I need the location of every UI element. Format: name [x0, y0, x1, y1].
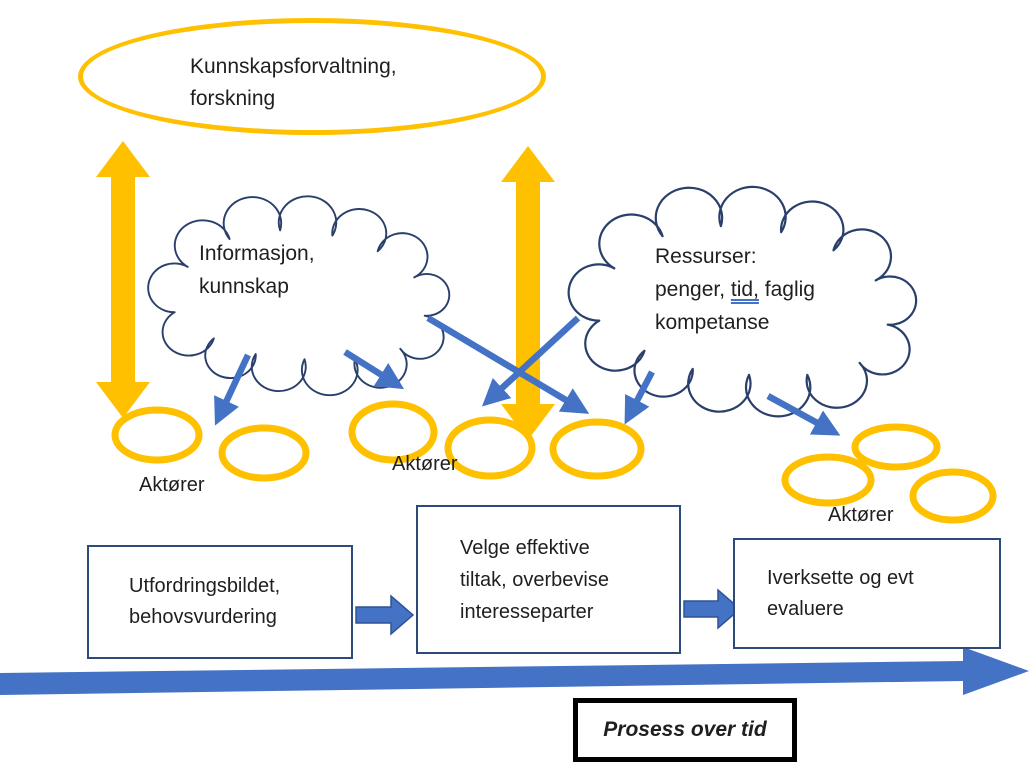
process-box-2-line2: tiltak, overbevise [460, 568, 609, 591]
timeline-label-box: Prosess over tid [573, 698, 797, 762]
actor-ellipse [781, 453, 875, 507]
process-box-1-line2: behovsvurdering [129, 606, 277, 628]
process-step-arrow-2 [683, 588, 742, 630]
info-to-actors-arrow-2 [343, 349, 405, 390]
knowledge-ellipse-label: Kunnskapsforvaltning, forskning [190, 51, 397, 115]
process-box-2: Velge effektive tiltak, overbevise inter… [416, 505, 681, 654]
process-box-2-line1: Velge effektive [460, 536, 590, 559]
resources-to-actors-arrow-2 [624, 370, 655, 425]
process-box-3: Iverksette og evt evaluere [733, 538, 1001, 649]
actor-ellipse [111, 406, 203, 464]
process-step-arrow-1 [355, 594, 415, 636]
left-exchange-double-arrow [96, 141, 150, 418]
resources-cloud-line2: penger, tid, faglig [655, 278, 815, 301]
knowledge-ellipse-line1: Kunnskapsforvaltning, [190, 55, 397, 78]
actor-ellipse [549, 418, 645, 480]
actor-label-middle: Aktører [392, 453, 458, 475]
information-cloud-line1: Informasjon, [199, 242, 315, 265]
resources-to-actors-arrow-1 [481, 315, 581, 407]
information-cloud-line2: kunnskap [199, 275, 289, 298]
information-cloud-label: Informasjon, kunnskap [199, 237, 315, 303]
resources-cloud-line1: Ressurser: [655, 245, 757, 268]
actor-ellipse [444, 416, 536, 480]
process-box-3-line1: Iverksette og evt [767, 566, 914, 589]
timeline-arrow [0, 647, 1029, 695]
process-box-1-line1: Utfordringsbildet, [129, 575, 281, 597]
resources-cloud-label: Ressurser: penger, tid, faglig kompetans… [655, 240, 815, 339]
actor-ellipse [851, 423, 941, 471]
info-to-actors-arrow-3 [426, 315, 590, 414]
actor-ellipse [218, 424, 310, 482]
actor-ellipse [909, 468, 997, 524]
timeline-label: Prosess over tid [603, 718, 767, 741]
knowledge-ellipse-line2: forskning [190, 87, 276, 110]
info-to-actors-arrow-1 [214, 353, 251, 426]
middle-exchange-double-arrow [501, 146, 555, 440]
resources-cloud-line3: kompetanse [655, 311, 770, 334]
actor-label-right: Aktører [828, 504, 894, 526]
actor-ellipse [348, 400, 438, 464]
knowledge-ellipse [78, 18, 546, 135]
resources-to-actors-arrow-3 [766, 393, 841, 436]
process-box-1: Utfordringsbildet, behovsvurdering [87, 545, 353, 659]
underlined-tid-text: tid, [730, 278, 759, 301]
actor-label-left: Aktører [139, 474, 205, 496]
process-box-2-line3: interesseparter [460, 600, 594, 623]
process-box-3-line2: evaluere [767, 597, 844, 620]
